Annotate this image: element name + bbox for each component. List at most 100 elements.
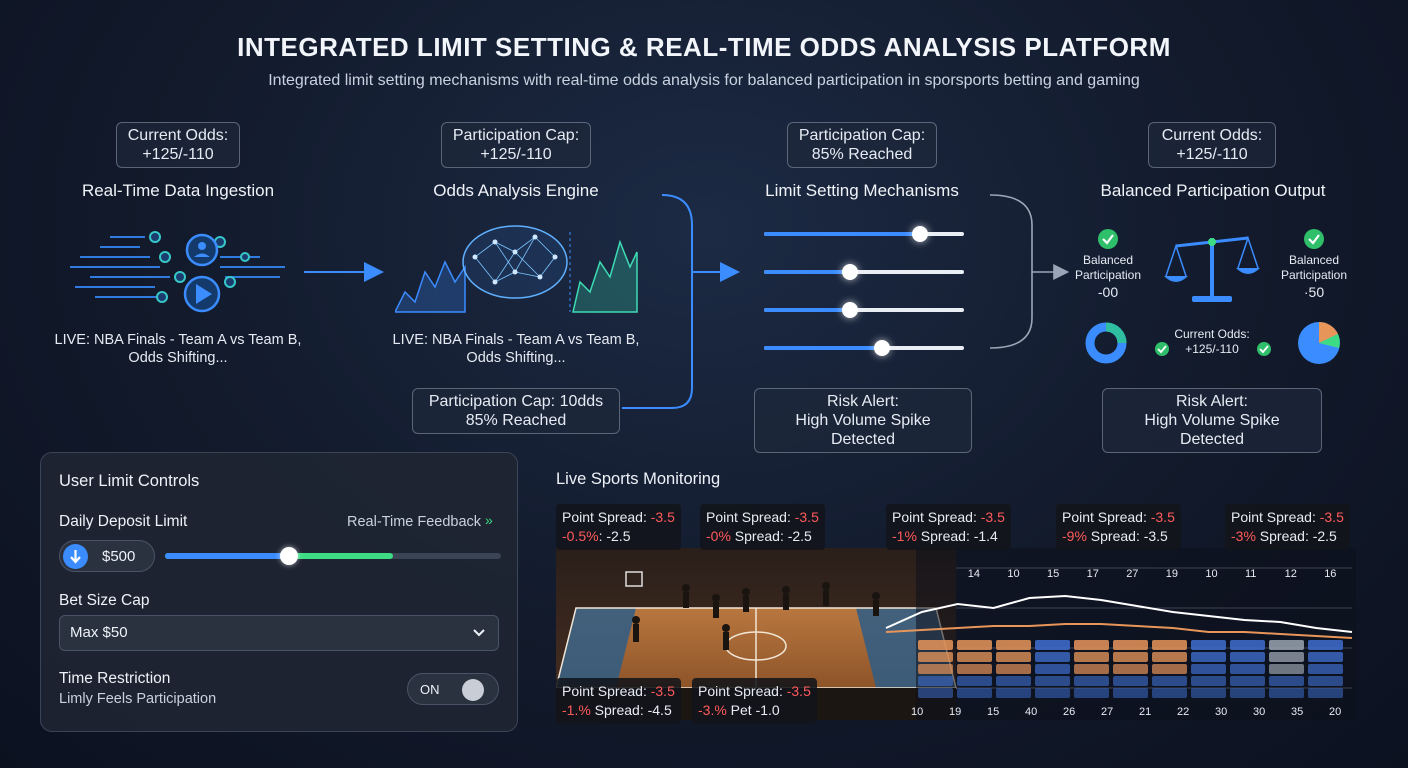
- monitoring-bar: [1152, 652, 1187, 662]
- live-line: Odds Shifting...: [128, 350, 228, 366]
- alert-text: High Volume Spike Detected: [795, 412, 931, 448]
- limit-slider-4[interactable]: [764, 340, 964, 356]
- limit-slider-3[interactable]: [764, 302, 964, 318]
- bet-size-cap-label: Bet Size Cap: [59, 592, 150, 609]
- deposit-limit-slider[interactable]: [165, 547, 501, 565]
- spread-change: -9%: [1062, 528, 1087, 544]
- arrow-3: [989, 194, 1070, 280]
- axis-tick: 35: [1291, 706, 1304, 718]
- monitoring-bar: [957, 676, 992, 686]
- monitoring-bar: [1230, 664, 1265, 674]
- risk-alert-badge-1: Risk Alert: High Volume Spike Detected: [754, 388, 972, 453]
- monitoring-bar: [1269, 640, 1304, 650]
- stage-title-odds-engine: Odds Analysis Engine: [433, 181, 599, 200]
- spread-line: Point Spread: -3.5: [562, 682, 675, 701]
- arrow-2b: [622, 272, 693, 409]
- page-subtitle: Integrated limit setting mechanisms with…: [268, 72, 1140, 89]
- badge-label: Current Odds:: [127, 127, 229, 144]
- out-line: Current Odds:: [1174, 327, 1250, 341]
- monitoring-bar: [918, 664, 953, 674]
- spread-line: -0% Spread: -2.5: [706, 527, 819, 546]
- monitoring-bar: [1152, 688, 1187, 698]
- monitoring-bar: [996, 640, 1031, 650]
- monitoring-bar: [1113, 676, 1148, 686]
- monitoring-bar: [1152, 640, 1187, 650]
- axis-tick: 26: [1063, 706, 1076, 718]
- out-line: Participation: [1280, 268, 1348, 282]
- limit-slider-fill: [764, 308, 850, 312]
- spread-label: Point Spread:: [892, 509, 981, 525]
- axis-tick: 30: [1253, 706, 1266, 718]
- axis-tick: 30: [1215, 706, 1228, 718]
- risk-alert-badge-2: Risk Alert: High Volume Spike Detected: [1102, 388, 1322, 453]
- axis-tick: 15: [1047, 568, 1060, 580]
- spread-change: -3.%: [698, 702, 727, 718]
- spread-line: Point Spread: -3.5: [706, 508, 819, 527]
- monitoring-bar: [1308, 664, 1343, 674]
- spread-value: -3.5: [794, 509, 819, 525]
- spread-value: -3.5: [786, 683, 811, 699]
- double-chevron-right-icon[interactable]: »: [485, 512, 493, 528]
- spread-line: -3% Spread: -2.5: [1231, 527, 1344, 546]
- axis-tick: 10: [1007, 568, 1020, 580]
- user-limit-controls-panel: User Limit Controls Daily Deposit Limit …: [40, 452, 518, 732]
- time-restriction-sub: Limly Feels Participation: [59, 691, 217, 707]
- limit-slider-handle[interactable]: [842, 302, 858, 318]
- check-icon: [1155, 342, 1169, 356]
- live-event-text-2: LIVE: NBA Finals - Team A vs Team B, Odd…: [378, 331, 654, 367]
- monitoring-bars: [918, 640, 1343, 698]
- monitoring-bar: [1152, 676, 1187, 686]
- axis-tick: 15: [987, 706, 1000, 718]
- badge-value: +125/-110: [480, 146, 552, 163]
- axis-tick: 10: [1205, 568, 1218, 580]
- limit-slider-1[interactable]: [764, 226, 964, 242]
- spread-detail: Spread: -4.5: [590, 702, 672, 718]
- bet-size-cap-select[interactable]: Max $50: [59, 615, 499, 651]
- monitoring-bar: [1269, 664, 1304, 674]
- monitoring-bar: [996, 676, 1031, 686]
- point-spread-box: Point Spread: -3.5-1% Spread: -1.4: [886, 504, 1011, 550]
- spread-value: -3.5: [980, 509, 1005, 525]
- axis-tick: 11: [1245, 568, 1257, 580]
- limit-slider-2[interactable]: [764, 264, 964, 280]
- monitoring-bar: [1191, 652, 1226, 662]
- limit-slider-handle[interactable]: [842, 264, 858, 280]
- limit-slider-handle[interactable]: [874, 340, 890, 356]
- out-line: Balanced: [1082, 253, 1134, 267]
- arrow-3b: [989, 272, 1033, 349]
- limit-slider-fill: [764, 346, 882, 350]
- limit-sliders: [764, 222, 964, 362]
- axis-tick: 27: [1101, 706, 1114, 718]
- down-arrow-icon[interactable]: [63, 544, 88, 569]
- limit-slider-track: [764, 308, 964, 312]
- time-restriction-toggle[interactable]: ON: [407, 673, 499, 705]
- data-ingestion-icon: [70, 231, 285, 313]
- spread-value: -3.5: [650, 509, 675, 525]
- spread-label: Point Spread:: [706, 509, 795, 525]
- axis-tick: 21: [1139, 706, 1152, 718]
- arrow-2: [661, 194, 740, 282]
- deposit-value-field[interactable]: $500: [59, 540, 155, 572]
- spread-detail: Spread: -2.5: [730, 528, 812, 544]
- axis-tick: 16: [1324, 568, 1337, 580]
- monitoring-bar: [1230, 652, 1265, 662]
- balanced-participation-left: Balanced Participation -00: [1060, 253, 1156, 300]
- pipeline-connectors: [304, 194, 1070, 409]
- monitoring-bar: [1308, 688, 1343, 698]
- spread-detail: Spread: -1.4: [916, 528, 998, 544]
- limit-slider-handle[interactable]: [912, 226, 928, 242]
- spread-detail: Spread: -3.5: [1086, 528, 1168, 544]
- participation-cap-badge-3: Participation Cap: 85% Reached: [787, 122, 937, 168]
- out-line: -00: [1097, 284, 1119, 300]
- monitoring-bar: [918, 640, 953, 650]
- badge-value: 85% Reached: [811, 146, 913, 163]
- slider-handle[interactable]: [280, 547, 299, 565]
- badge-label: Current Odds:: [1161, 127, 1263, 144]
- spread-detail: Pet -1.0: [726, 702, 780, 718]
- monitoring-bar: [1308, 676, 1343, 686]
- limit-slider-track: [764, 270, 964, 274]
- badge-label: Participation Cap: 10dds: [428, 393, 604, 410]
- monitoring-bar: [1035, 664, 1070, 674]
- spread-line: -1.% Spread: -4.5: [562, 701, 675, 720]
